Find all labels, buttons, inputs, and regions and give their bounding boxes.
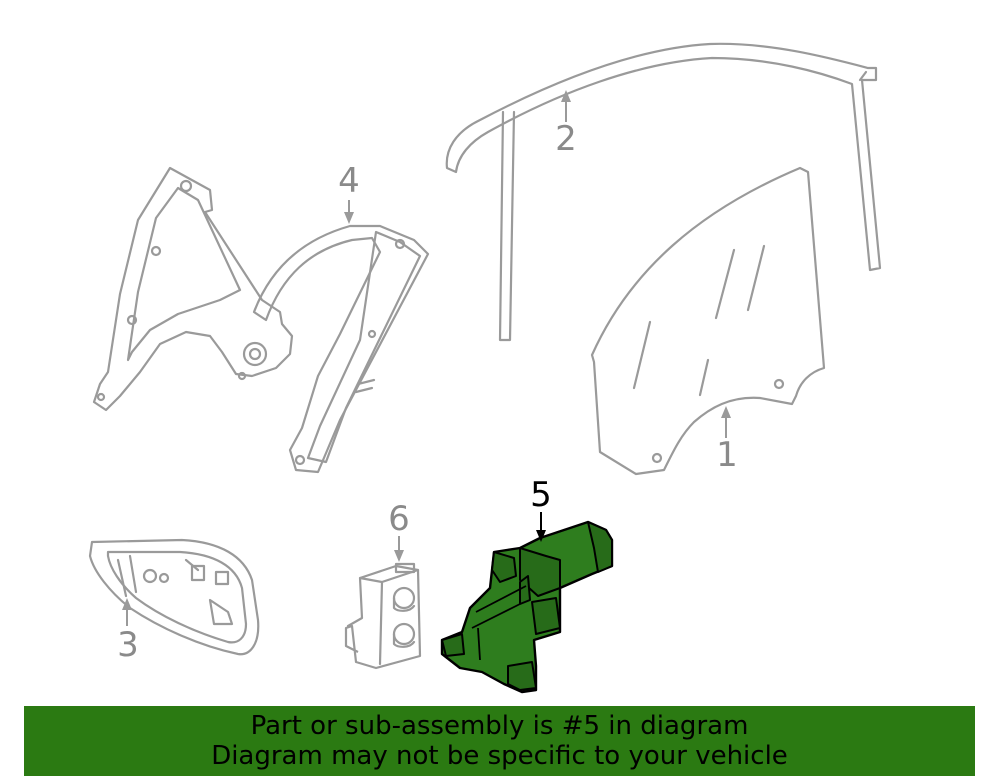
callout-1-label: 1 — [716, 435, 738, 475]
part-4-window-regulator[interactable] — [92, 166, 430, 474]
part-3-panel[interactable] — [88, 538, 260, 656]
callout-6: 6 — [388, 499, 410, 562]
callout-4-label: 4 — [338, 161, 360, 201]
callout-5: 5 — [530, 475, 552, 542]
banner-line-1: Part or sub-assembly is #5 in diagram — [250, 711, 749, 741]
callout-4: 4 — [338, 161, 360, 224]
callout-5-label: 5 — [530, 475, 552, 515]
callout-3-label: 3 — [117, 625, 139, 665]
part-6-connector[interactable] — [344, 562, 422, 670]
callout-1: 1 — [716, 406, 738, 475]
banner-line-2: Diagram may not be specific to your vehi… — [211, 741, 788, 771]
callout-2-label: 2 — [555, 119, 577, 159]
info-banner: Part or sub-assembly is #5 in diagram Di… — [24, 706, 975, 776]
callout-6-label: 6 — [388, 499, 410, 539]
callout-3: 3 — [117, 598, 139, 665]
part-5-window-motor[interactable] — [440, 520, 614, 694]
part-2-door-frame[interactable] — [445, 42, 882, 342]
part-1-door-glass[interactable] — [590, 166, 826, 476]
callout-2: 2 — [555, 90, 577, 159]
